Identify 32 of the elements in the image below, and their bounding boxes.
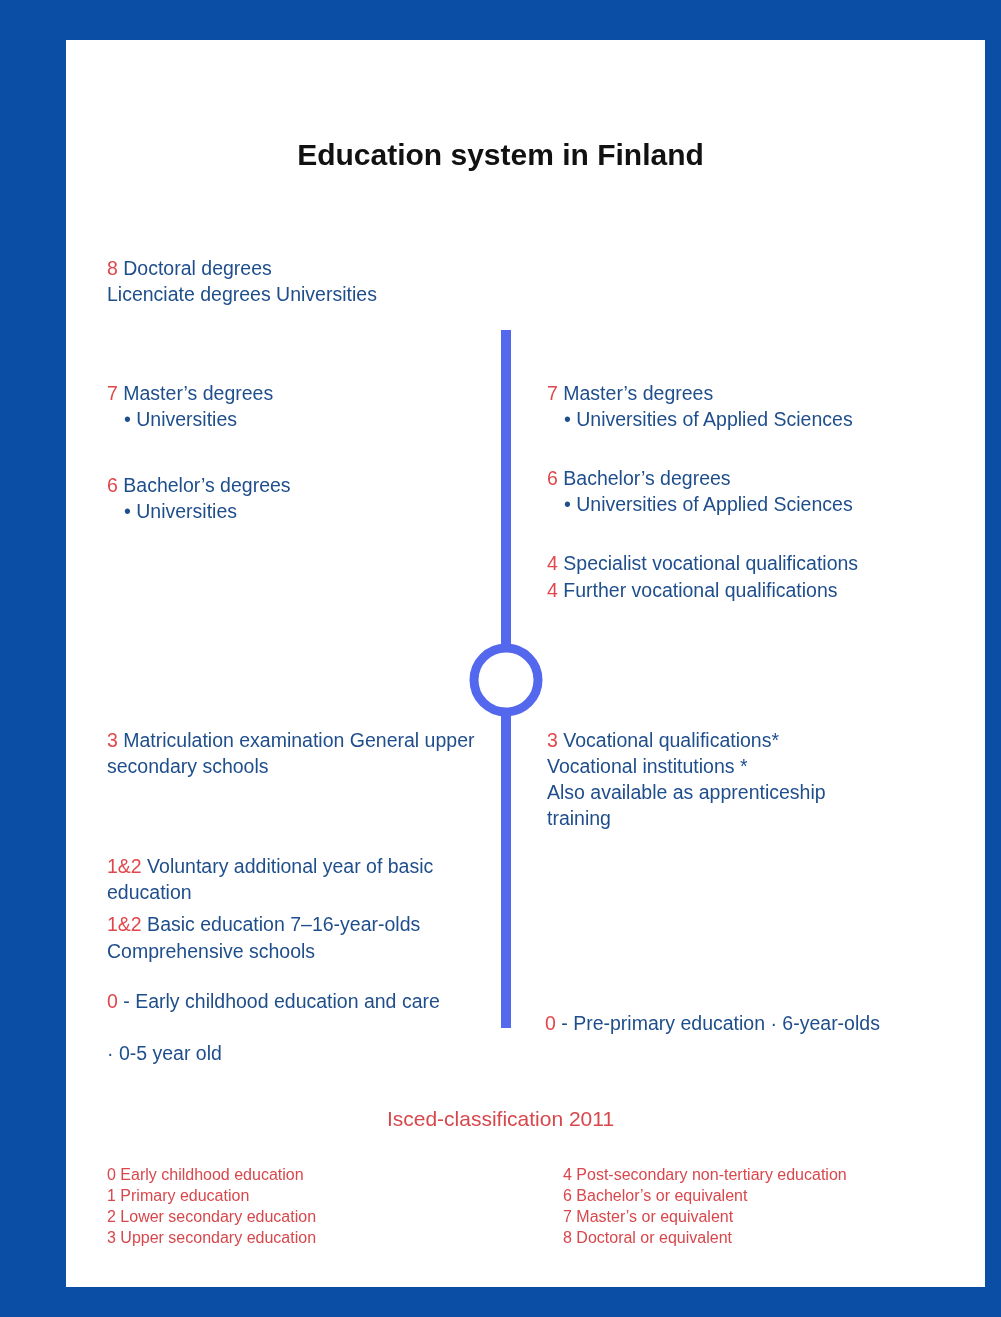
institution-label: Vocational institutions * (547, 754, 749, 779)
classification-item: 8 Doctoral or equivalent (563, 1228, 733, 1248)
institution-label: • Universities of Applied Sciences (564, 407, 854, 432)
institution-label: Licenciate degrees Universities (107, 282, 378, 307)
level-label: 3 Vocational qualifications* (547, 728, 780, 753)
level-label: 1&2 Voluntary additional year of basic education (107, 854, 435, 905)
level-label: 0 - Early childhood education and care (107, 989, 441, 1014)
institution-label: Comprehensive schools (107, 939, 317, 964)
level-label: 4 Further vocational qualifications (547, 578, 839, 603)
level-label: 6 Bachelor’s degrees (107, 473, 292, 498)
classification-item: 3 Upper secondary education (107, 1228, 318, 1248)
diagram-title: Education system in Finland (296, 138, 705, 172)
level-label: 4 Specialist vocational qualifications (547, 551, 860, 576)
classification-item: 7 Master’s or equivalent (563, 1207, 735, 1227)
institution-label: · 0-5 year old (107, 1041, 223, 1066)
institution-label: • Universities of Applied Sciences (564, 492, 854, 517)
institution-label: Also available as apprenticeship training (547, 780, 827, 831)
classification-item: 0 Early childhood education (107, 1165, 305, 1185)
level-label: 0 - Pre-primary education · 6-year-olds (545, 1011, 881, 1036)
classification-item: 4 Post-secondary non-tertiary education (563, 1165, 848, 1185)
institution-label: • Universities (124, 407, 239, 432)
classification-item: 1 Primary education (107, 1186, 251, 1206)
classification-item: 2 Lower secondary education (107, 1207, 318, 1227)
level-label: 7 Master’s degrees (107, 381, 275, 406)
level-label: 1&2 Basic education 7–16-year-olds (107, 912, 422, 937)
classification-heading: Isced-classification 2011 (385, 1106, 616, 1132)
level-label: 6 Bachelor’s degrees (547, 466, 732, 491)
level-label: 8 Doctoral degrees (107, 256, 273, 281)
institution-label: • Universities (124, 499, 239, 524)
level-label: 3 Matriculation examination General upper secondary schools (107, 728, 476, 779)
classification-item: 6 Bachelor’s or equivalent (563, 1186, 749, 1206)
level-label: 7 Master’s degrees (547, 381, 715, 406)
